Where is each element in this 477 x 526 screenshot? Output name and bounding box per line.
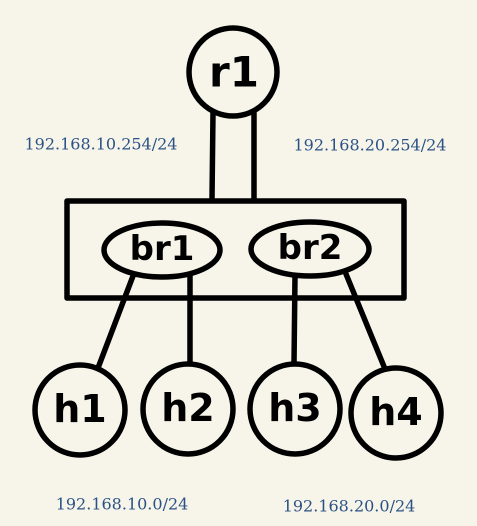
router-label: r1	[209, 48, 259, 97]
host-3-label: h3	[268, 386, 322, 430]
bridge-2-label: br2	[278, 228, 343, 268]
bridge-container-box	[64, 198, 407, 301]
link-br2-h4	[343, 271, 388, 372]
host-node-h2: h2	[140, 361, 236, 457]
bridge-node-br2: br2	[248, 219, 372, 279]
host-2-label: h2	[161, 386, 215, 430]
bridge-node-br1: br1	[101, 220, 223, 280]
router-address-net-2: 192.168.20.254/24	[294, 136, 447, 155]
link-r1-br1	[209, 110, 216, 202]
subnet-1-address: 192.168.10.0/24	[56, 495, 189, 514]
router-node-r1: r1	[186, 25, 280, 119]
host-node-h4: h4	[348, 365, 444, 461]
subnet-2-address: 192.168.20.0/24	[283, 497, 416, 516]
host-node-h3: h3	[247, 361, 343, 457]
bridge-1-label: br1	[130, 229, 195, 269]
host-1-label: h1	[53, 387, 107, 431]
host-node-h1: h1	[32, 362, 128, 458]
router-address-net-1: 192.168.10.254/24	[25, 135, 178, 154]
link-br1-h1	[95, 273, 136, 371]
link-br2-h3	[291, 273, 298, 367]
host-4-label: h4	[369, 390, 423, 434]
